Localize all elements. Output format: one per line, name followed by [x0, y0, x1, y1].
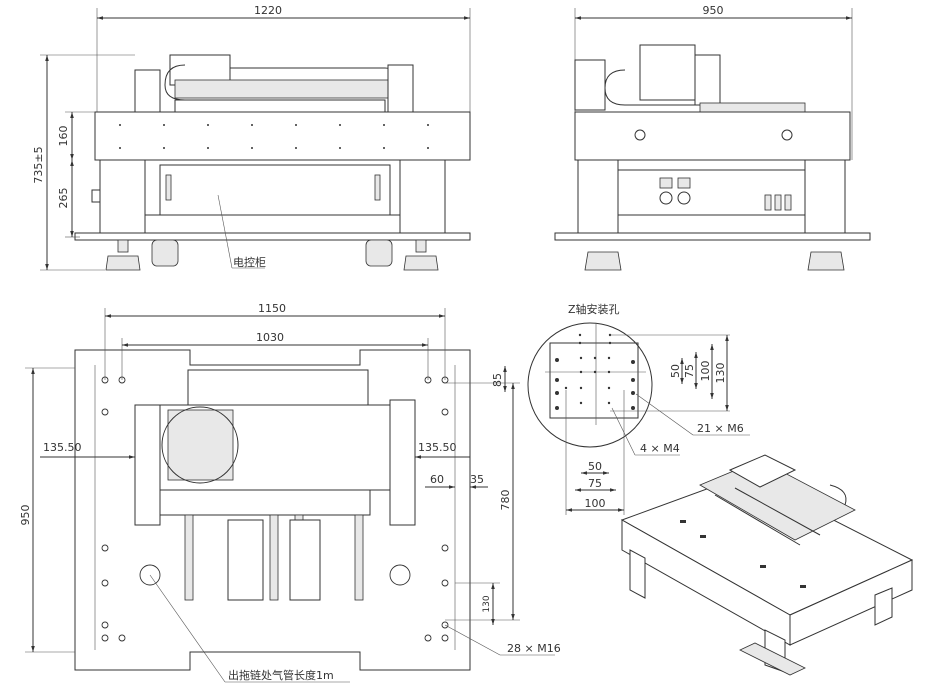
front-width-dim: 1220 [254, 4, 282, 17]
dim-35: 35 [470, 473, 484, 486]
z-hdim-50: 50 [588, 460, 602, 473]
m4-callout: 4 × M4 [640, 442, 680, 455]
z-hdim-75: 75 [588, 477, 602, 490]
top-hole-depth-dim: 780 [499, 490, 512, 511]
top-outer-width-dim: 1150 [258, 302, 286, 315]
hose-length-note: 出拖链处气管长度1m [228, 668, 334, 682]
front-total-height-dim: 735±5 [32, 146, 45, 183]
top-right-offset-dim: 135.50 [418, 441, 457, 454]
z-axis-detail [527, 322, 750, 515]
top-bottom-offset-dim: 130 [482, 595, 492, 612]
z-vdim-130: 130 [714, 363, 727, 384]
front-view [40, 8, 471, 271]
z-hdim-100: 100 [585, 497, 606, 510]
front-table-height-dim: 160 [57, 126, 70, 147]
top-view [25, 308, 555, 683]
top-hole-span-dim: 1030 [256, 331, 284, 344]
m16-hole-callout: 28 × M16 [507, 642, 561, 655]
side-width-dim: 950 [703, 4, 724, 17]
front-frame-height-dim: 265 [57, 188, 70, 209]
isometric-view [620, 454, 914, 676]
side-view [554, 8, 871, 271]
top-depth-dim: 950 [19, 505, 32, 526]
top-left-offset-dim: 135.50 [43, 441, 82, 454]
dim-60: 60 [430, 473, 444, 486]
m6-callout: 21 × M6 [697, 422, 744, 435]
z-vdim-75: 75 [683, 364, 696, 378]
z-vdim-100: 100 [699, 361, 712, 382]
top-offset-85-dim: 85 [491, 373, 504, 387]
z-axis-detail-title: Z轴安装孔 [568, 302, 620, 316]
cabinet-label: 电控柜 [233, 255, 266, 269]
z-vdim-50: 50 [669, 364, 682, 378]
